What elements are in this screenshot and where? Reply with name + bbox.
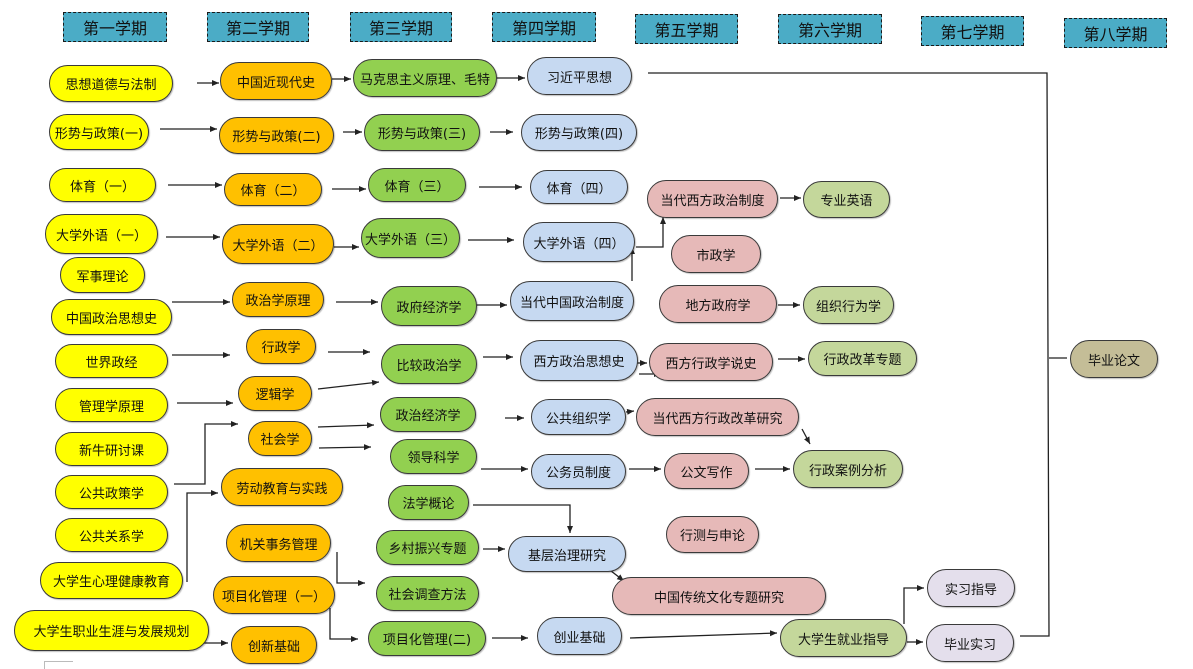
course-node: 体育（一） bbox=[49, 168, 156, 202]
semester-header-7: 第七学期 bbox=[921, 16, 1024, 46]
course-node: 习近平思想 bbox=[527, 57, 632, 95]
course-node: 逻辑学 bbox=[238, 376, 312, 411]
course-node: 项目化管理（一） bbox=[213, 576, 335, 614]
connector-line bbox=[648, 72, 1050, 637]
connector-arrow bbox=[318, 444, 372, 451]
semester-header-3: 第三学期 bbox=[350, 12, 452, 42]
course-node: 大学生职业生涯与发展规划 bbox=[14, 610, 209, 651]
connector-arrow bbox=[629, 630, 778, 639]
connector-arrow bbox=[473, 504, 573, 533]
course-node: 公共组织学 bbox=[531, 399, 626, 435]
connector-arrow bbox=[174, 421, 238, 485]
course-node: 当代中国政治制度 bbox=[510, 281, 634, 321]
course-node: 当代西方行政改革研究 bbox=[636, 398, 799, 436]
course-node: 基层治理研究 bbox=[508, 536, 626, 572]
course-node: 创业基础 bbox=[537, 617, 622, 655]
course-node: 大学生心理健康教育 bbox=[40, 562, 183, 599]
semester-header-1: 第一学期 bbox=[63, 12, 167, 42]
course-node: 公共政策学 bbox=[55, 475, 168, 509]
course-node: 中国近现代史 bbox=[220, 62, 332, 100]
course-node: 社会学 bbox=[248, 421, 312, 456]
connector-arrow bbox=[317, 422, 375, 429]
course-node: 行政案例分析 bbox=[793, 450, 903, 488]
course-node: 政治经济学 bbox=[380, 397, 476, 432]
course-node: 市政学 bbox=[671, 235, 761, 273]
connector-arrow bbox=[186, 490, 218, 582]
course-node: 形势与政策(一) bbox=[49, 114, 149, 150]
course-node: 大学外语（一） bbox=[45, 214, 158, 254]
course-node: 乡村振兴专题 bbox=[376, 530, 479, 565]
course-node: 行政学 bbox=[246, 329, 316, 364]
course-node: 毕业实习 bbox=[926, 624, 1014, 662]
course-node: 世界政经 bbox=[55, 344, 168, 378]
course-node: 专业英语 bbox=[803, 181, 890, 218]
course-node: 项目化管理(二) bbox=[368, 621, 486, 656]
semester-header-4: 第四学期 bbox=[492, 12, 596, 42]
course-node: 行测与申论 bbox=[666, 516, 759, 553]
course-node: 创新基础 bbox=[231, 626, 317, 664]
semester-header-2: 第二学期 bbox=[207, 12, 309, 42]
course-node: 法学概论 bbox=[388, 485, 469, 520]
course-node: 劳动教育与实践 bbox=[221, 468, 343, 506]
course-node: 思想道德与法制 bbox=[49, 65, 173, 102]
connector-arrow bbox=[636, 217, 666, 248]
course-node: 中国政治思想史 bbox=[51, 299, 172, 335]
course-node: 当代西方政治制度 bbox=[647, 180, 778, 218]
course-node: 政治学原理 bbox=[232, 282, 324, 317]
connector-arrow bbox=[625, 408, 635, 415]
connector-arrow bbox=[317, 379, 380, 390]
connector-arrow bbox=[329, 608, 358, 642]
course-node: 行政改革专题 bbox=[808, 341, 917, 376]
connector-arrow bbox=[801, 428, 811, 445]
course-node: 大学外语（四） bbox=[523, 222, 635, 262]
course-node: 公务员制度 bbox=[531, 454, 626, 489]
course-node: 西方行政学说史 bbox=[649, 343, 773, 381]
course-node: 体育（二） bbox=[224, 173, 322, 206]
course-node: 大学外语（三） bbox=[361, 218, 460, 258]
page-corner-mark bbox=[44, 661, 73, 669]
course-node: 马克思主义原理、毛特 bbox=[353, 59, 497, 97]
course-node: 比较政治学 bbox=[381, 344, 477, 384]
connector-arrow bbox=[336, 552, 365, 586]
course-node: 大学生就业指导 bbox=[780, 619, 907, 657]
course-node: 西方政治思想史 bbox=[520, 340, 638, 381]
course-node: 形势与政策(四) bbox=[521, 114, 637, 151]
connector-arrow bbox=[903, 585, 924, 624]
semester-header-5: 第五学期 bbox=[635, 14, 738, 44]
course-node: 军事理论 bbox=[60, 257, 145, 293]
course-node: 政府经济学 bbox=[381, 286, 477, 326]
course-node: 新牛研讨课 bbox=[55, 432, 168, 466]
course-node: 体育（四） bbox=[530, 170, 628, 204]
course-node: 组织行为学 bbox=[803, 286, 894, 324]
course-node: 形势与政策(二) bbox=[219, 117, 334, 154]
course-node: 中国传统文化专题研究 bbox=[612, 577, 826, 615]
course-node: 机关事务管理 bbox=[226, 524, 331, 562]
course-node: 体育（三） bbox=[368, 168, 466, 202]
course-node: 社会调查方法 bbox=[376, 576, 479, 611]
course-node: 大学外语（二） bbox=[222, 224, 334, 264]
course-node: 实习指导 bbox=[927, 569, 1015, 607]
course-node: 形势与政策(三) bbox=[364, 114, 480, 151]
course-node: 管理学原理 bbox=[55, 388, 168, 422]
course-node: 地方政府学 bbox=[659, 285, 777, 323]
semester-header-8: 第八学期 bbox=[1064, 18, 1167, 48]
course-node: 领导科学 bbox=[390, 439, 477, 474]
course-node: 毕业论文 bbox=[1070, 340, 1158, 378]
course-node: 公共关系学 bbox=[55, 518, 168, 552]
semester-header-6: 第六学期 bbox=[778, 14, 882, 44]
course-node: 公文写作 bbox=[664, 453, 749, 489]
